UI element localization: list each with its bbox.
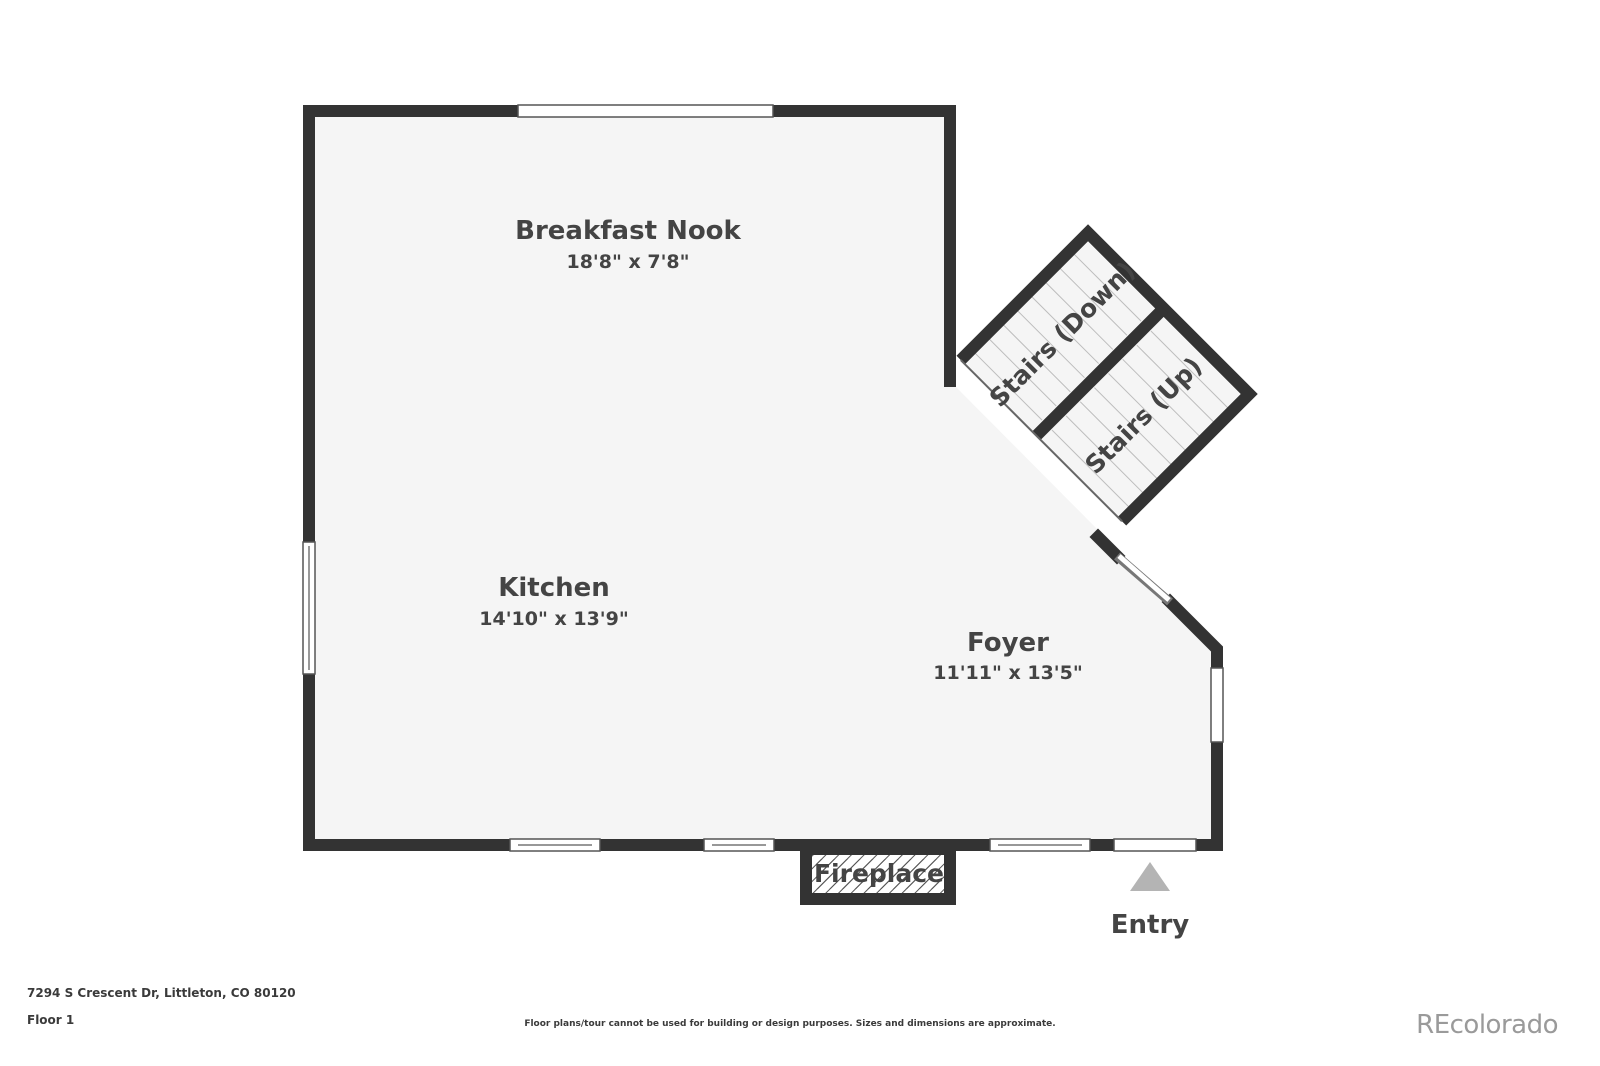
floor-label: Floor 1	[27, 1013, 75, 1027]
room-name-foyer: Foyer	[967, 628, 1049, 658]
room-dims-kitchen: 14'10" x 13'9"	[479, 608, 628, 630]
window-top	[517, 104, 774, 118]
stairs-up-treads	[1051, 330, 1232, 511]
entry-label: Entry	[1111, 910, 1190, 940]
room-dims-foyer: 11'11" x 13'5"	[933, 662, 1082, 684]
stairs-wall	[956, 224, 1258, 526]
stairs-open-edge	[960, 359, 1123, 522]
room-dims-breakfast-nook: 18'8" x 7'8"	[566, 251, 689, 273]
stairs-divider-wall	[1032, 304, 1168, 440]
disclaimer-text: Floor plans/tour cannot be used for buil…	[524, 1019, 1056, 1029]
fireplace-label: Fireplace	[814, 859, 944, 888]
room-name-kitchen: Kitchen	[498, 573, 610, 603]
main-floor	[309, 111, 1217, 845]
windows	[302, 104, 1224, 852]
brand-logo: REcolorado	[1416, 1010, 1558, 1040]
stairs-down-treads	[971, 250, 1142, 421]
address-text: 7294 S Crescent Dr, Littleton, CO 80120	[27, 986, 296, 1000]
room-name-breakfast-nook: Breakfast Nook	[515, 216, 741, 246]
entry-door-opening	[1113, 838, 1197, 852]
entry-arrow-icon	[1130, 862, 1170, 891]
window-right	[1210, 667, 1224, 743]
